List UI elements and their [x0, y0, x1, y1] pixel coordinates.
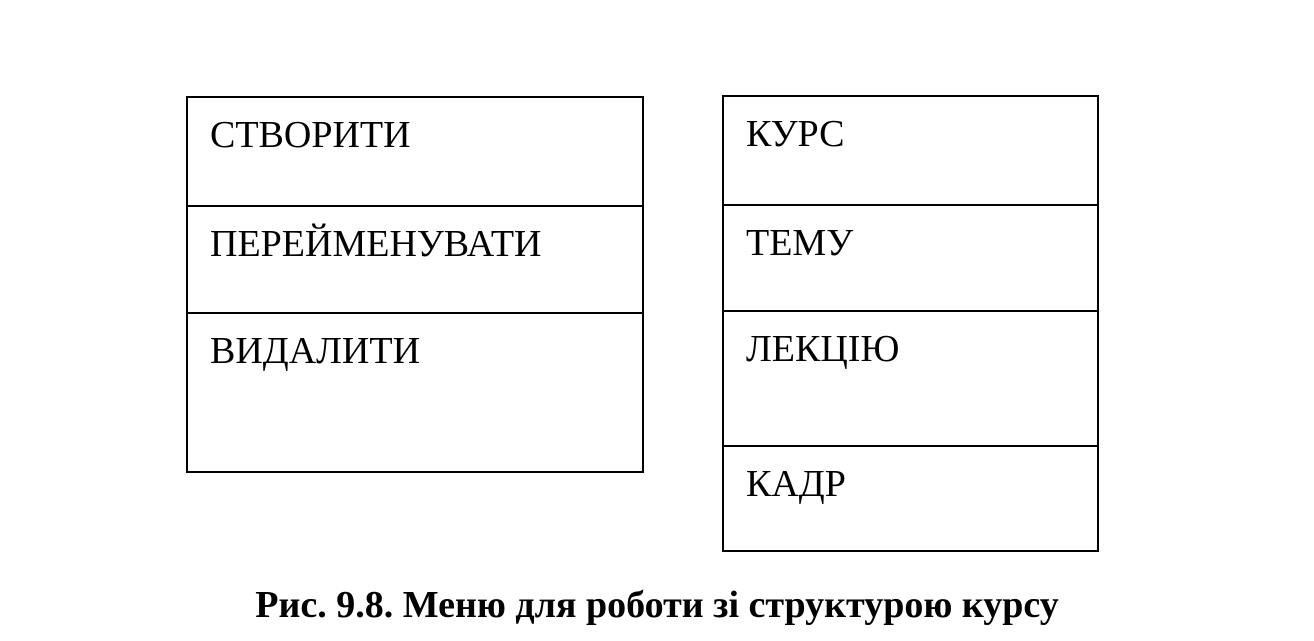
menu-item-label: КАДР — [746, 463, 846, 505]
objects-menu: КУРС ТЕМУ ЛЕКЦІЮ КАДР — [722, 95, 1099, 552]
menu-item-label: СТВОРИТИ — [210, 114, 411, 156]
menu-item-label: КУРС — [746, 113, 845, 155]
menu-item-rename[interactable]: ПЕРЕЙМЕНУВАТИ — [188, 205, 642, 312]
menu-item-topic[interactable]: ТЕМУ — [724, 204, 1097, 310]
menu-item-course[interactable]: КУРС — [724, 97, 1097, 204]
menu-item-label: ЛЕКЦІЮ — [746, 328, 900, 370]
figure-caption: Рис. 9.8. Меню для роботи зі структурою … — [255, 584, 1059, 626]
menu-item-create[interactable]: СТВОРИТИ — [188, 98, 642, 205]
menu-item-label: ПЕРЕЙМЕНУВАТИ — [210, 223, 542, 265]
menu-item-label: ТЕМУ — [746, 222, 854, 264]
menu-item-frame[interactable]: КАДР — [724, 445, 1097, 550]
actions-menu: СТВОРИТИ ПЕРЕЙМЕНУВАТИ ВИДАЛИТИ — [186, 96, 644, 473]
menu-item-lecture[interactable]: ЛЕКЦІЮ — [724, 310, 1097, 445]
menu-item-delete[interactable]: ВИДАЛИТИ — [188, 312, 642, 471]
menu-item-label: ВИДАЛИТИ — [210, 330, 421, 372]
